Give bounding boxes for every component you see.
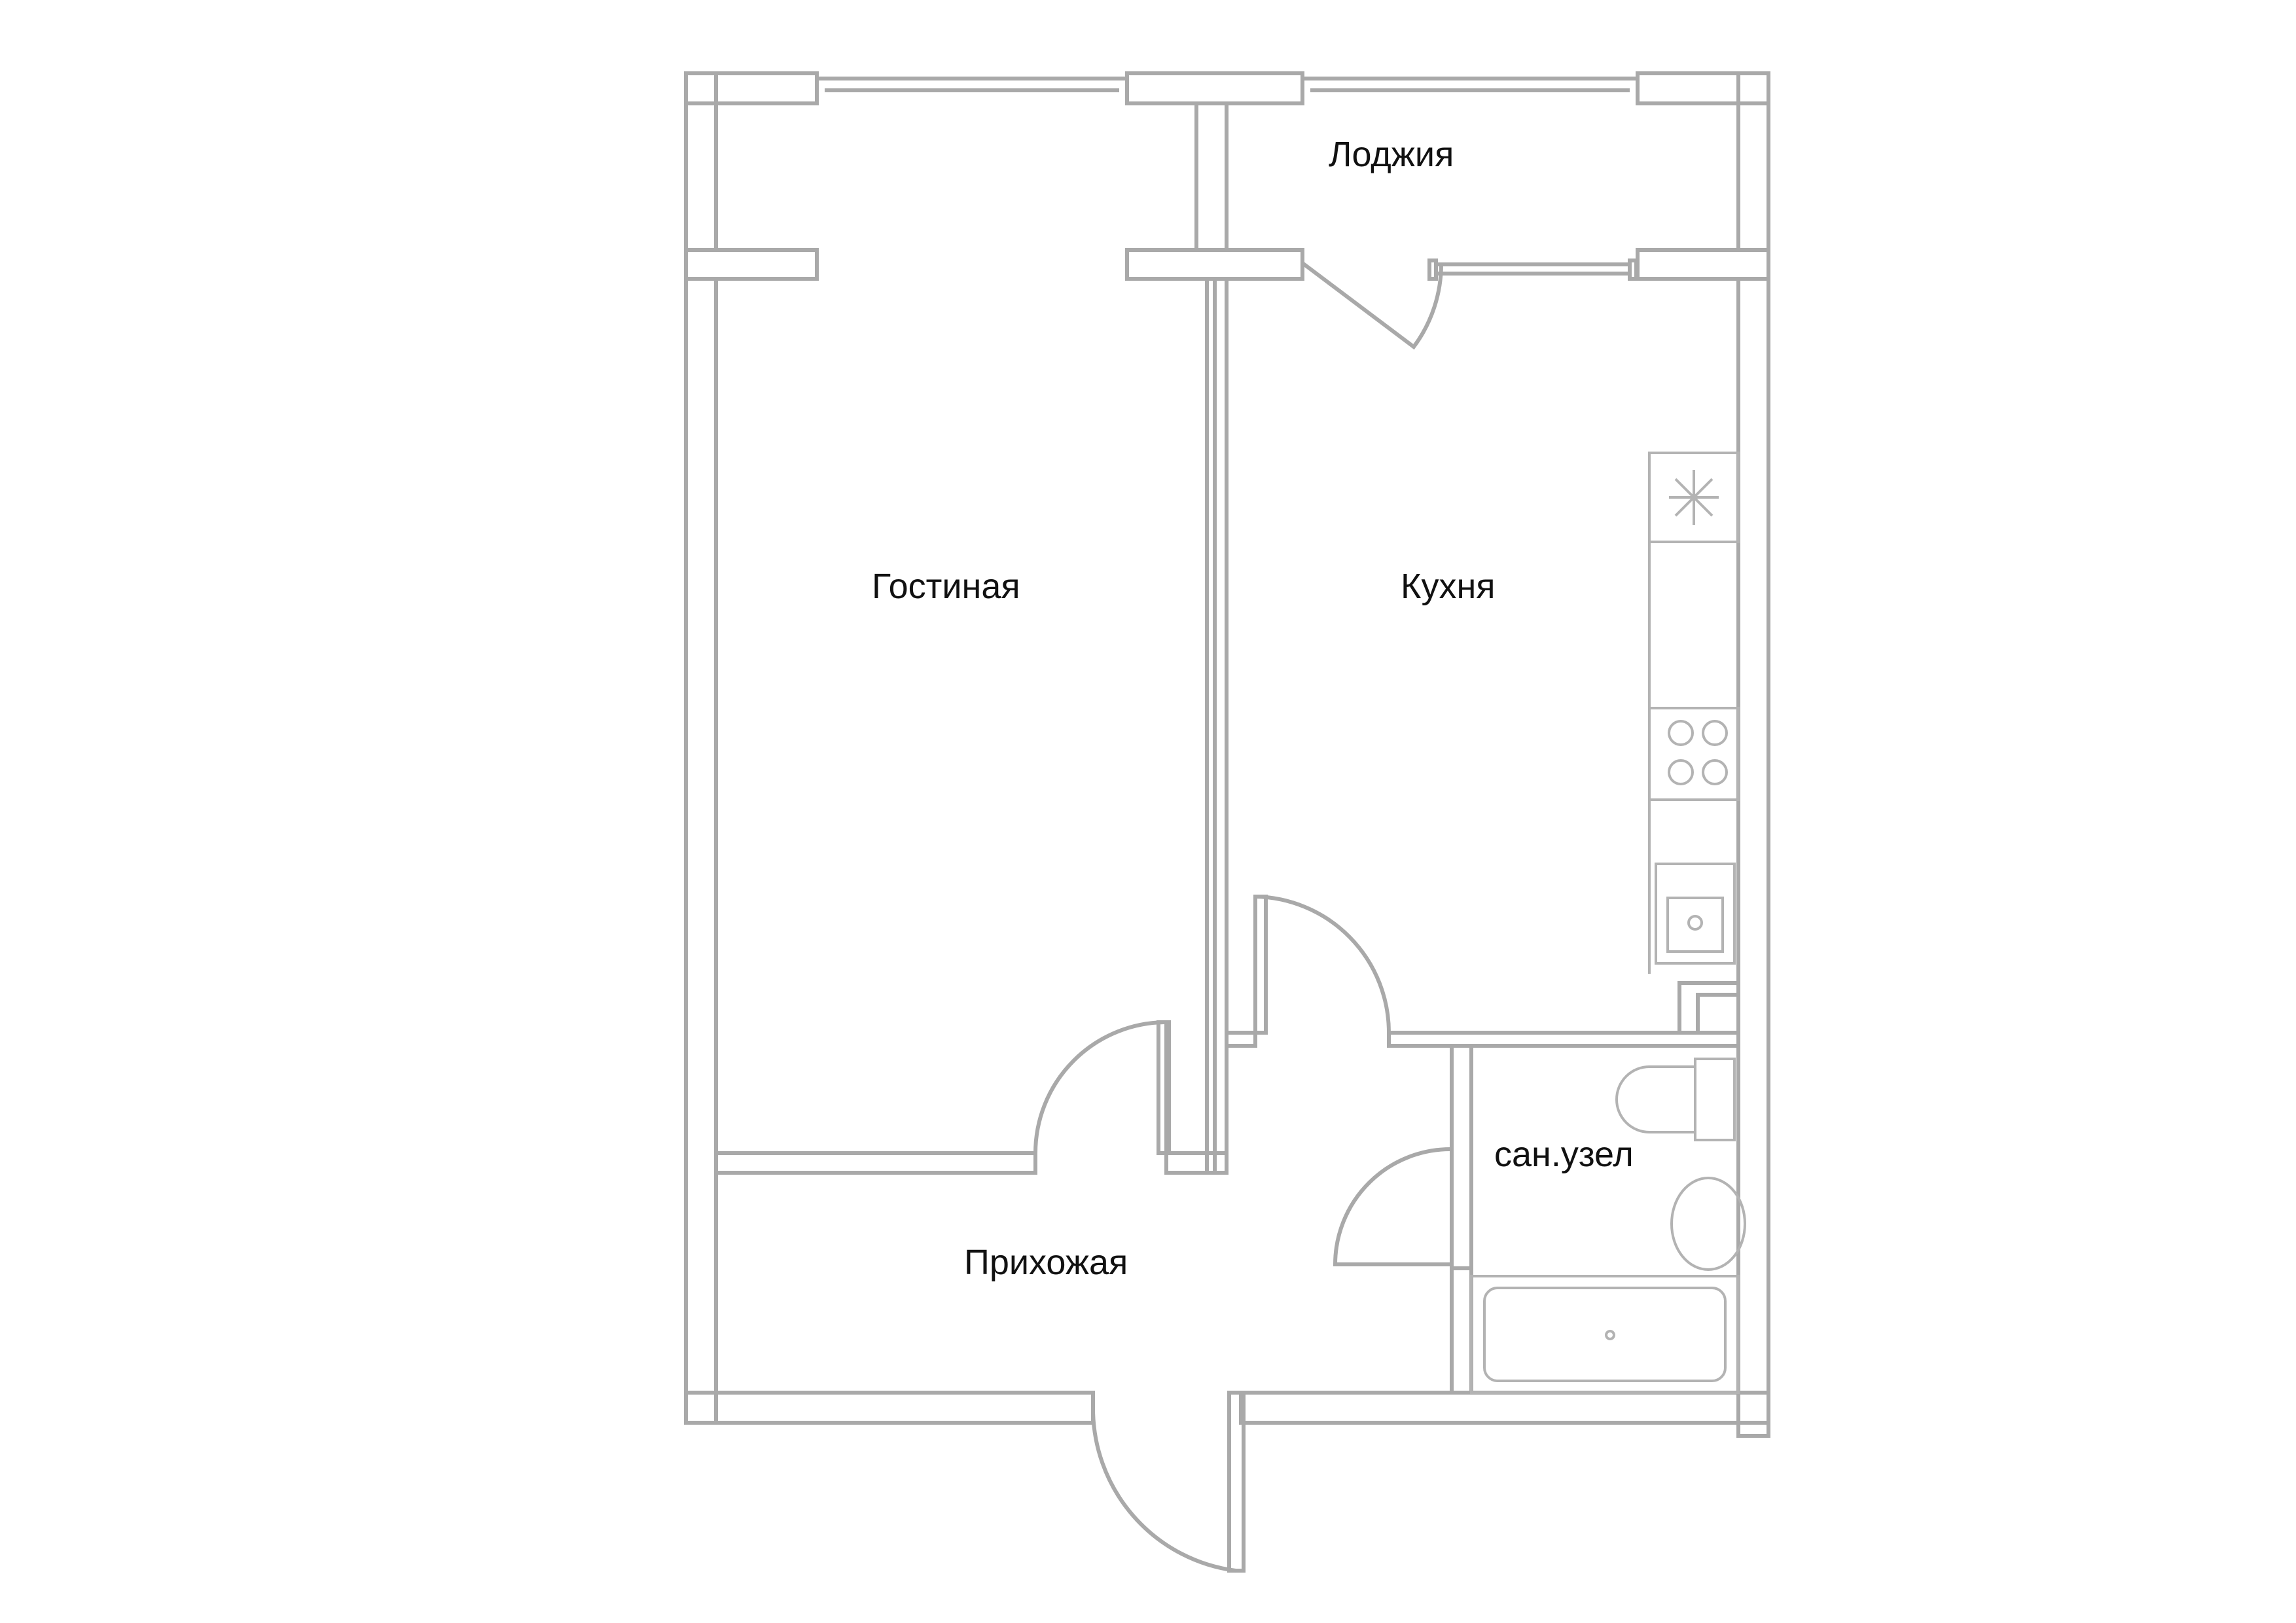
kitchen-sink-icon xyxy=(1655,863,1736,965)
living-door-leaf xyxy=(1157,1020,1171,1155)
bathroom-left-wall-lower xyxy=(1450,1266,1473,1395)
burner xyxy=(1702,759,1728,785)
burner xyxy=(1668,720,1694,746)
living-bottom-wall-right xyxy=(1164,1151,1229,1175)
loggia-inner-wall-left xyxy=(684,248,819,281)
room-label-hallway: Прихожая xyxy=(964,1243,1128,1282)
living-bottom-wall xyxy=(714,1151,1037,1175)
room-label-kitchen: Кухня xyxy=(1401,567,1496,606)
bottom-wall-right xyxy=(1239,1391,1770,1425)
sink-drain xyxy=(1687,915,1703,931)
loggia-divider-wall xyxy=(1194,101,1229,252)
top-wall-left-segment xyxy=(684,71,819,105)
loggia-inner-wall-right xyxy=(1636,248,1770,281)
kitchen-door-leaf xyxy=(1253,895,1268,1035)
kitchen-bottom-wall-left xyxy=(1225,1031,1257,1048)
top-wall-right-segment xyxy=(1636,71,1770,105)
fridge-icon xyxy=(1648,452,1740,543)
bathroom-shaft xyxy=(1677,981,1740,1035)
fixtures xyxy=(1470,452,1746,1394)
left-outer-wall-upper xyxy=(684,71,718,252)
bathtub-icon xyxy=(1470,1275,1740,1394)
fridge-snowflake xyxy=(1669,470,1719,525)
balcony-door-swing xyxy=(1301,261,1444,350)
right-outer-wall xyxy=(1736,277,1770,1438)
loggia-inner-wall-mid xyxy=(1125,248,1304,281)
kitchen-bottom-wall-right xyxy=(1387,1031,1740,1048)
toilet-icon xyxy=(1615,1065,1696,1133)
burner xyxy=(1668,759,1694,785)
room-label-living: Гостиная xyxy=(872,567,1020,606)
bathroom-shaft-inner xyxy=(1696,993,1740,1035)
toilet-tank xyxy=(1694,1058,1736,1141)
bathroom-door-swing xyxy=(1333,1147,1452,1266)
kitchen-sink-bowl xyxy=(1666,897,1724,953)
room-label-bathroom: сан.узел xyxy=(1494,1135,1634,1174)
balcony-door-jamb xyxy=(1427,259,1438,281)
stove-icon xyxy=(1648,707,1740,801)
balcony-door-jamb xyxy=(1628,259,1638,281)
right-outer-wall-upper xyxy=(1736,71,1770,252)
bathroom-left-wall xyxy=(1450,1044,1473,1270)
top-wall-mid-segment xyxy=(1125,71,1304,105)
walls xyxy=(684,71,1770,1573)
room-label-loggia: Лоджия xyxy=(1329,135,1454,174)
bathtub-drain xyxy=(1605,1330,1615,1340)
kitchen-door-swing xyxy=(1255,895,1391,1033)
washbasin-icon xyxy=(1670,1177,1746,1271)
left-outer-wall xyxy=(684,277,718,1425)
entrance-door-swing xyxy=(1090,1406,1236,1573)
bottom-wall-left xyxy=(684,1391,1095,1425)
living-door-swing xyxy=(1033,1020,1168,1154)
burner xyxy=(1702,720,1728,746)
entrance-door-leaf xyxy=(1227,1391,1246,1573)
bathtub-inner xyxy=(1483,1287,1727,1382)
